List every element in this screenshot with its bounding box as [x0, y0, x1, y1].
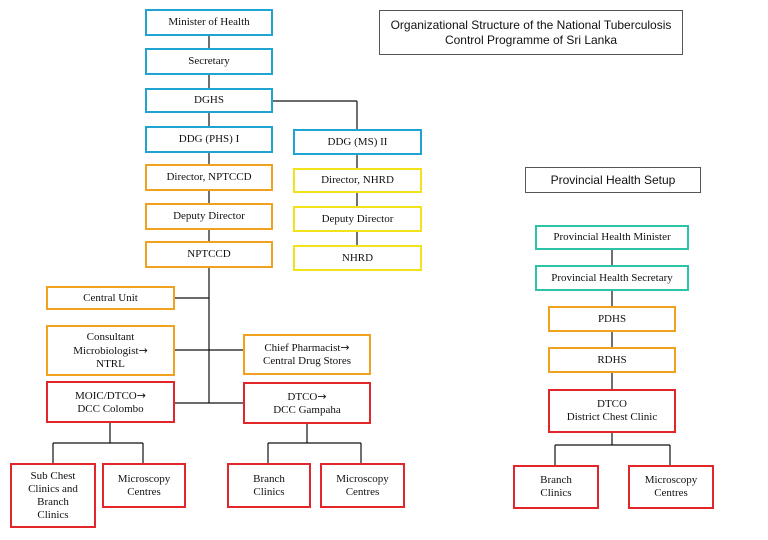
node-label-line2: Clinics	[253, 485, 285, 498]
node-label-line1: Branch	[253, 472, 285, 485]
node-label: DDG (PHS) I	[178, 133, 240, 145]
node-label-line1: Branch	[540, 474, 572, 486]
node-microscopy-centres-gampaha: Microscopy Centres	[320, 463, 405, 508]
node-label-line3: NTRL	[96, 357, 125, 370]
node-provincial-health-minister: Provincial Health Minister	[535, 225, 689, 250]
node-label-line1: Microscopy	[644, 474, 698, 486]
node-label: Secretary	[188, 55, 230, 67]
node-label: Deputy Director	[321, 212, 394, 225]
node-label-line1: DTCO	[597, 398, 627, 410]
node-microscopy-centres-colombo: Microscopy Centres	[102, 463, 186, 508]
right-arrow-icon: →	[138, 343, 148, 357]
node-label: NPTCCD	[187, 248, 231, 260]
node-label-line2-row: Microbiologist→	[73, 344, 148, 358]
node-label-line1-row: MOIC/DTCO→	[75, 389, 146, 403]
node-label-line1-row: DTCO→	[287, 390, 326, 404]
node-minister-of-health: Minister of Health	[145, 9, 273, 36]
node-label-line4: Clinics	[37, 508, 69, 521]
node-label-line1: Microscopy	[117, 472, 171, 485]
node-director-nhrd: Director, NHRD	[293, 168, 422, 193]
node-label: NHRD	[341, 251, 374, 264]
node-label-line2: District Chest Clinic	[566, 411, 658, 423]
node-label: Director, NPTCCD	[166, 171, 252, 183]
node-provincial-health-secretary: Provincial Health Secretary	[535, 265, 689, 291]
node-label-line2: Clinics	[540, 487, 572, 499]
node-central-unit: Central Unit	[46, 286, 175, 310]
node-label-line2: Clinics and	[28, 482, 78, 495]
node-label-line2: Central Drug Stores	[263, 355, 351, 367]
provincial-title: Provincial Health Setup	[525, 167, 701, 193]
node-microscopy-centres-provincial: Microscopy Centres	[628, 465, 714, 509]
node-dghs: DGHS	[145, 88, 273, 113]
node-rdhs: RDHS	[548, 347, 676, 373]
right-arrow-icon: →	[136, 388, 146, 402]
node-label-line1: Consultant	[86, 330, 135, 343]
node-label: DDG (MS) II	[327, 135, 388, 148]
node-deputy-director-nhrd: Deputy Director	[293, 206, 422, 232]
right-arrow-icon: →	[317, 389, 327, 403]
node-sub-chest-clinics: Sub Chest Clinics and Branch Clinics	[10, 463, 96, 528]
node-moic-dtco-colombo: MOIC/DTCO→ DCC Colombo	[46, 381, 175, 423]
diagram-title-line2: Control Programme of Sri Lanka	[444, 32, 618, 47]
node-label-line1: MOIC/DTCO	[75, 389, 137, 402]
node-branch-clinics-gampaha: Branch Clinics	[227, 463, 311, 508]
node-label: Director, NHRD	[321, 174, 394, 186]
node-label: DGHS	[194, 94, 224, 106]
node-ddg-ms: DDG (MS) II	[293, 129, 422, 155]
node-label: Minister of Health	[168, 16, 250, 28]
node-label-line2: Microbiologist	[73, 344, 139, 357]
node-label-line2: DCC Colombo	[77, 402, 144, 415]
node-label-line3: Branch	[37, 495, 69, 508]
node-label: PDHS	[597, 312, 627, 325]
node-label: Deputy Director	[173, 210, 245, 222]
node-label: RDHS	[597, 353, 627, 366]
node-dtco-district-chest-clinic: DTCO District Chest Clinic	[548, 389, 676, 433]
node-secretary: Secretary	[145, 48, 273, 75]
provincial-title-text: Provincial Health Setup	[550, 173, 676, 187]
node-chief-pharmacist: Chief Pharmacist→ Central Drug Stores	[243, 334, 371, 375]
node-consultant-microbiologist: Consultant Microbiologist→ NTRL	[46, 325, 175, 376]
node-pdhs: PDHS	[548, 306, 676, 332]
node-label-line2: Centres	[127, 485, 161, 498]
node-label: Provincial Health Secretary	[551, 271, 673, 284]
node-label: Central Unit	[83, 291, 138, 304]
node-label-line1: Chief Pharmacist	[264, 342, 341, 354]
node-branch-clinics-provincial: Branch Clinics	[513, 465, 599, 509]
right-arrow-icon: →	[340, 341, 350, 354]
node-ddg-phs: DDG (PHS) I	[145, 126, 273, 153]
node-label-line1-row: Chief Pharmacist→	[264, 341, 349, 355]
diagram-title: Organizational Structure of the National…	[379, 10, 683, 55]
node-dtco-gampaha: DTCO→ DCC Gampaha	[243, 382, 371, 424]
node-label-line2: DCC Gampaha	[273, 403, 341, 416]
node-label-line1: Sub Chest	[30, 469, 76, 482]
node-deputy-director-nptccd: Deputy Director	[145, 203, 273, 230]
node-director-nptccd: Director, NPTCCD	[145, 164, 273, 191]
node-label-line1: DTCO	[287, 390, 318, 403]
node-label: Provincial Health Minister	[553, 231, 671, 243]
node-label-line1: Microscopy	[336, 472, 389, 485]
diagram-title-line1: Organizational Structure of the National…	[390, 17, 672, 32]
node-label-line2: Centres	[654, 487, 688, 499]
node-nhrd: NHRD	[293, 245, 422, 271]
node-label-line2: Centres	[345, 485, 380, 498]
node-nptccd: NPTCCD	[145, 241, 273, 268]
